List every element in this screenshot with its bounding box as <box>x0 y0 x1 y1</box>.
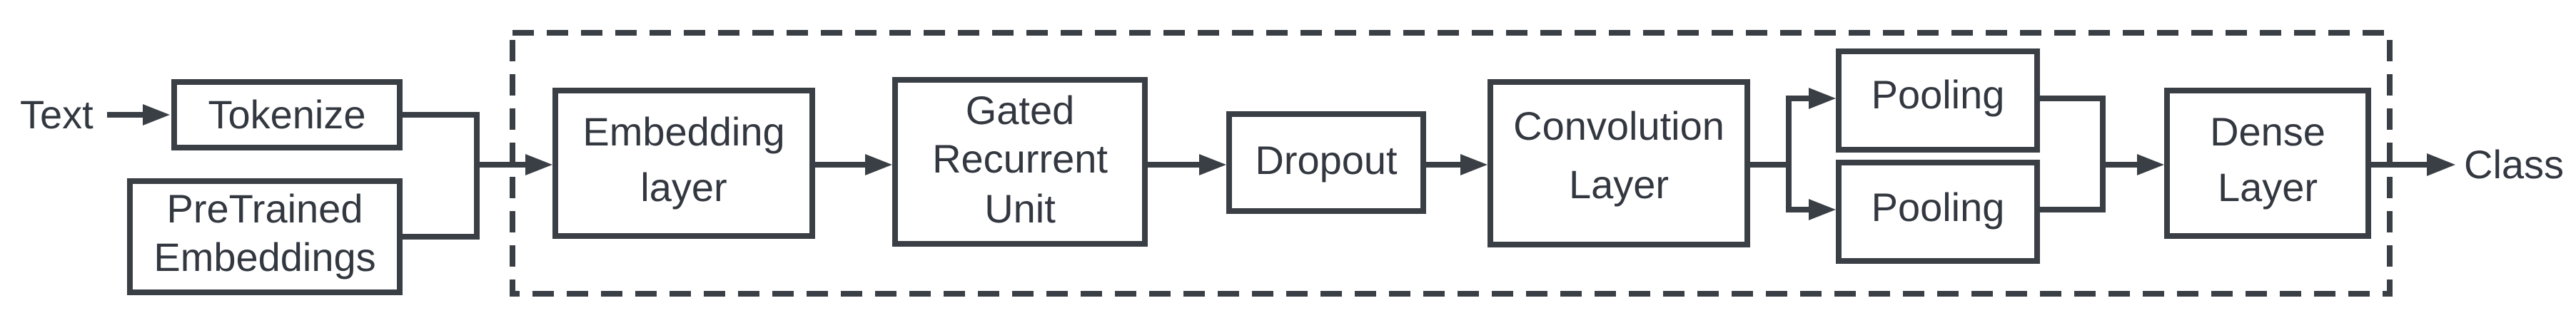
node-label-line-3: Unit <box>984 186 1056 231</box>
node-gated-recurrent-unit: Gated Recurrent Unit <box>892 77 1148 247</box>
node-tokenize: Tokenize <box>171 79 403 150</box>
edge-convolution-split-lower <box>1786 165 1813 212</box>
node-pooling-top: Pooling <box>1836 48 2040 153</box>
input-label: Text <box>20 92 94 137</box>
arrowhead-gru <box>865 154 892 175</box>
arrowhead-pooling-top <box>1809 88 1836 109</box>
node-label: Tokenize <box>208 92 365 137</box>
connectors <box>107 88 2455 240</box>
node-label-line-1: Gated <box>966 88 1075 133</box>
node-label-line-2: Embeddings <box>153 235 375 279</box>
node-dropout: Dropout <box>1226 111 1426 214</box>
arrowhead-embedding <box>525 154 552 175</box>
node-label: Pooling <box>1872 185 2005 230</box>
arrowhead-dropout <box>1199 154 1226 175</box>
node-label-line-1: Dense <box>2210 109 2325 154</box>
node-label: Pooling <box>1872 72 2005 117</box>
node-label-line-2: Recurrent <box>932 136 1108 181</box>
edge-pooling-bottom-merge <box>2037 165 2106 212</box>
node-pretrained-embeddings: PreTrained Embeddings <box>127 178 403 295</box>
node-label-line-1: Embedding <box>582 109 784 154</box>
output-label: Class <box>2464 142 2564 187</box>
node-convolution-layer: Convolution Layer <box>1487 79 1750 247</box>
node-embedding-layer: Embedding layer <box>552 88 815 239</box>
node-label-line-1: Convolution <box>1513 103 1724 148</box>
node-label-line-2: layer <box>640 165 727 210</box>
edge-convolution-split <box>1747 96 1813 168</box>
node-label-line-1: PreTrained <box>167 186 363 231</box>
node-dense-layer: Dense Layer <box>2164 88 2371 239</box>
node-label-line-2: Layer <box>2218 165 2318 210</box>
node-label-line-2: Layer <box>1569 162 1669 207</box>
edge-pretrained-merge <box>400 165 480 240</box>
arrowhead-dense <box>2137 154 2164 175</box>
node-label: Dropout <box>1255 138 1398 183</box>
arrowhead-class <box>2427 153 2455 176</box>
arrowhead-convolution <box>1460 154 1487 175</box>
arrowhead-tokenize <box>143 104 170 125</box>
edge-tokenize-merge <box>400 112 480 165</box>
arrowhead-pooling-bottom <box>1809 199 1836 220</box>
node-pooling-bottom: Pooling <box>1836 160 2040 264</box>
edge-pooling-top-merge <box>2037 96 2106 165</box>
